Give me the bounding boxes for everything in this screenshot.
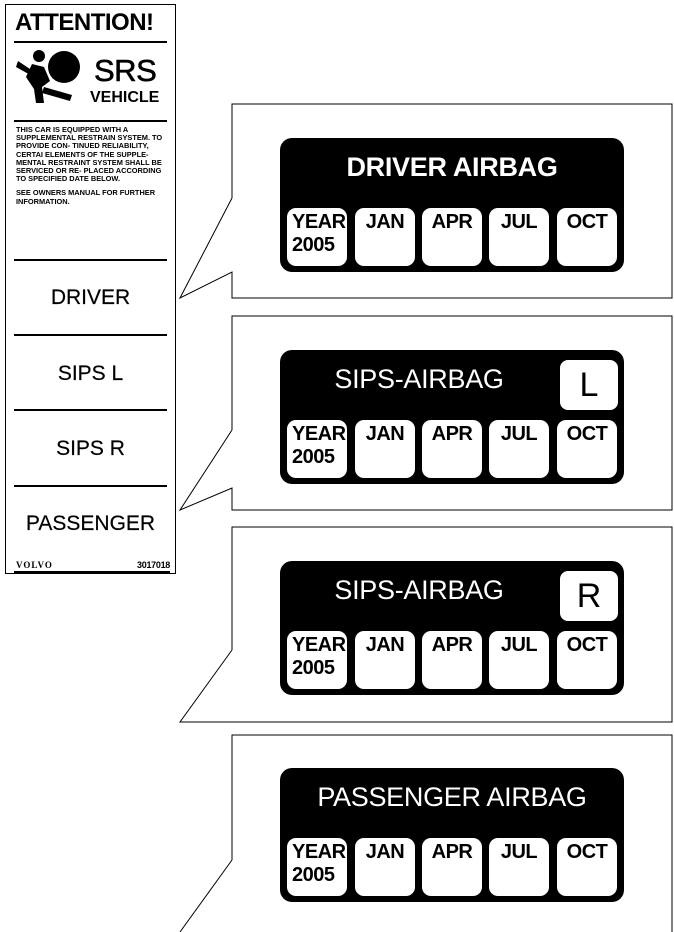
cell-jan: JAN <box>355 631 415 689</box>
cell-oct: OCT <box>557 838 617 896</box>
divider <box>14 259 167 261</box>
cell-jul: JUL <box>489 838 549 896</box>
cell-apr: APR <box>422 208 482 266</box>
cell-jul: JUL <box>489 631 549 689</box>
manual-text: SEE OWNERS MANUAL FOR FURTHER INFORMATIO… <box>16 188 156 206</box>
cell-oct: OCT <box>557 208 617 266</box>
sticker-title: SIPS-AIRBAG <box>334 364 504 394</box>
volvo-logo: VOLVO <box>16 560 53 570</box>
srs-text: SRS <box>94 53 157 89</box>
position-driver: DRIVER <box>50 286 131 309</box>
divider <box>14 409 167 411</box>
cell-jan: JAN <box>355 420 415 478</box>
cell-jul: JUL <box>489 208 549 266</box>
sticker-title: DRIVER AIRBAG <box>346 152 558 182</box>
cell-apr: APR <box>422 838 482 896</box>
position-sips-r: SIPS R <box>56 437 125 460</box>
warning-description: THIS CAR IS EQUIPPED WITH A SUPPLEMENTAL… <box>16 125 168 212</box>
sticker-title: SIPS-AIRBAG <box>334 575 504 605</box>
position-sips-l: SIPS L <box>57 362 124 385</box>
warning-text: THIS CAR IS EQUIPPED WITH A SUPPLEMENTAL… <box>16 125 163 184</box>
divider <box>14 120 167 122</box>
cell-jan: JAN <box>355 208 415 266</box>
cell-oct: OCT <box>557 631 617 689</box>
cell-jul: JUL <box>489 420 549 478</box>
divider <box>14 41 167 43</box>
label-code: 3017018 <box>137 560 170 570</box>
side-indicator-r: R <box>560 571 618 621</box>
position-passenger: PASSENGER <box>25 512 156 535</box>
airbag-icon <box>16 50 80 103</box>
attention-heading: ATTENTION! <box>15 9 154 36</box>
vehicle-text: VEHICLE <box>90 89 160 106</box>
cell-oct: OCT <box>557 420 617 478</box>
side-indicator-l: L <box>560 360 618 410</box>
cell-jan: JAN <box>355 838 415 896</box>
divider <box>14 485 167 487</box>
sticker-title: PASSENGER AIRBAG <box>317 782 587 812</box>
divider <box>14 571 170 573</box>
callout-passenger-tail <box>179 859 233 932</box>
cell-apr: APR <box>422 631 482 689</box>
divider <box>14 334 167 336</box>
srs-warning-label: ATTENTION! SRS VEHICLE THIS CAR IS EQUIP… <box>5 4 176 574</box>
cell-apr: APR <box>422 420 482 478</box>
